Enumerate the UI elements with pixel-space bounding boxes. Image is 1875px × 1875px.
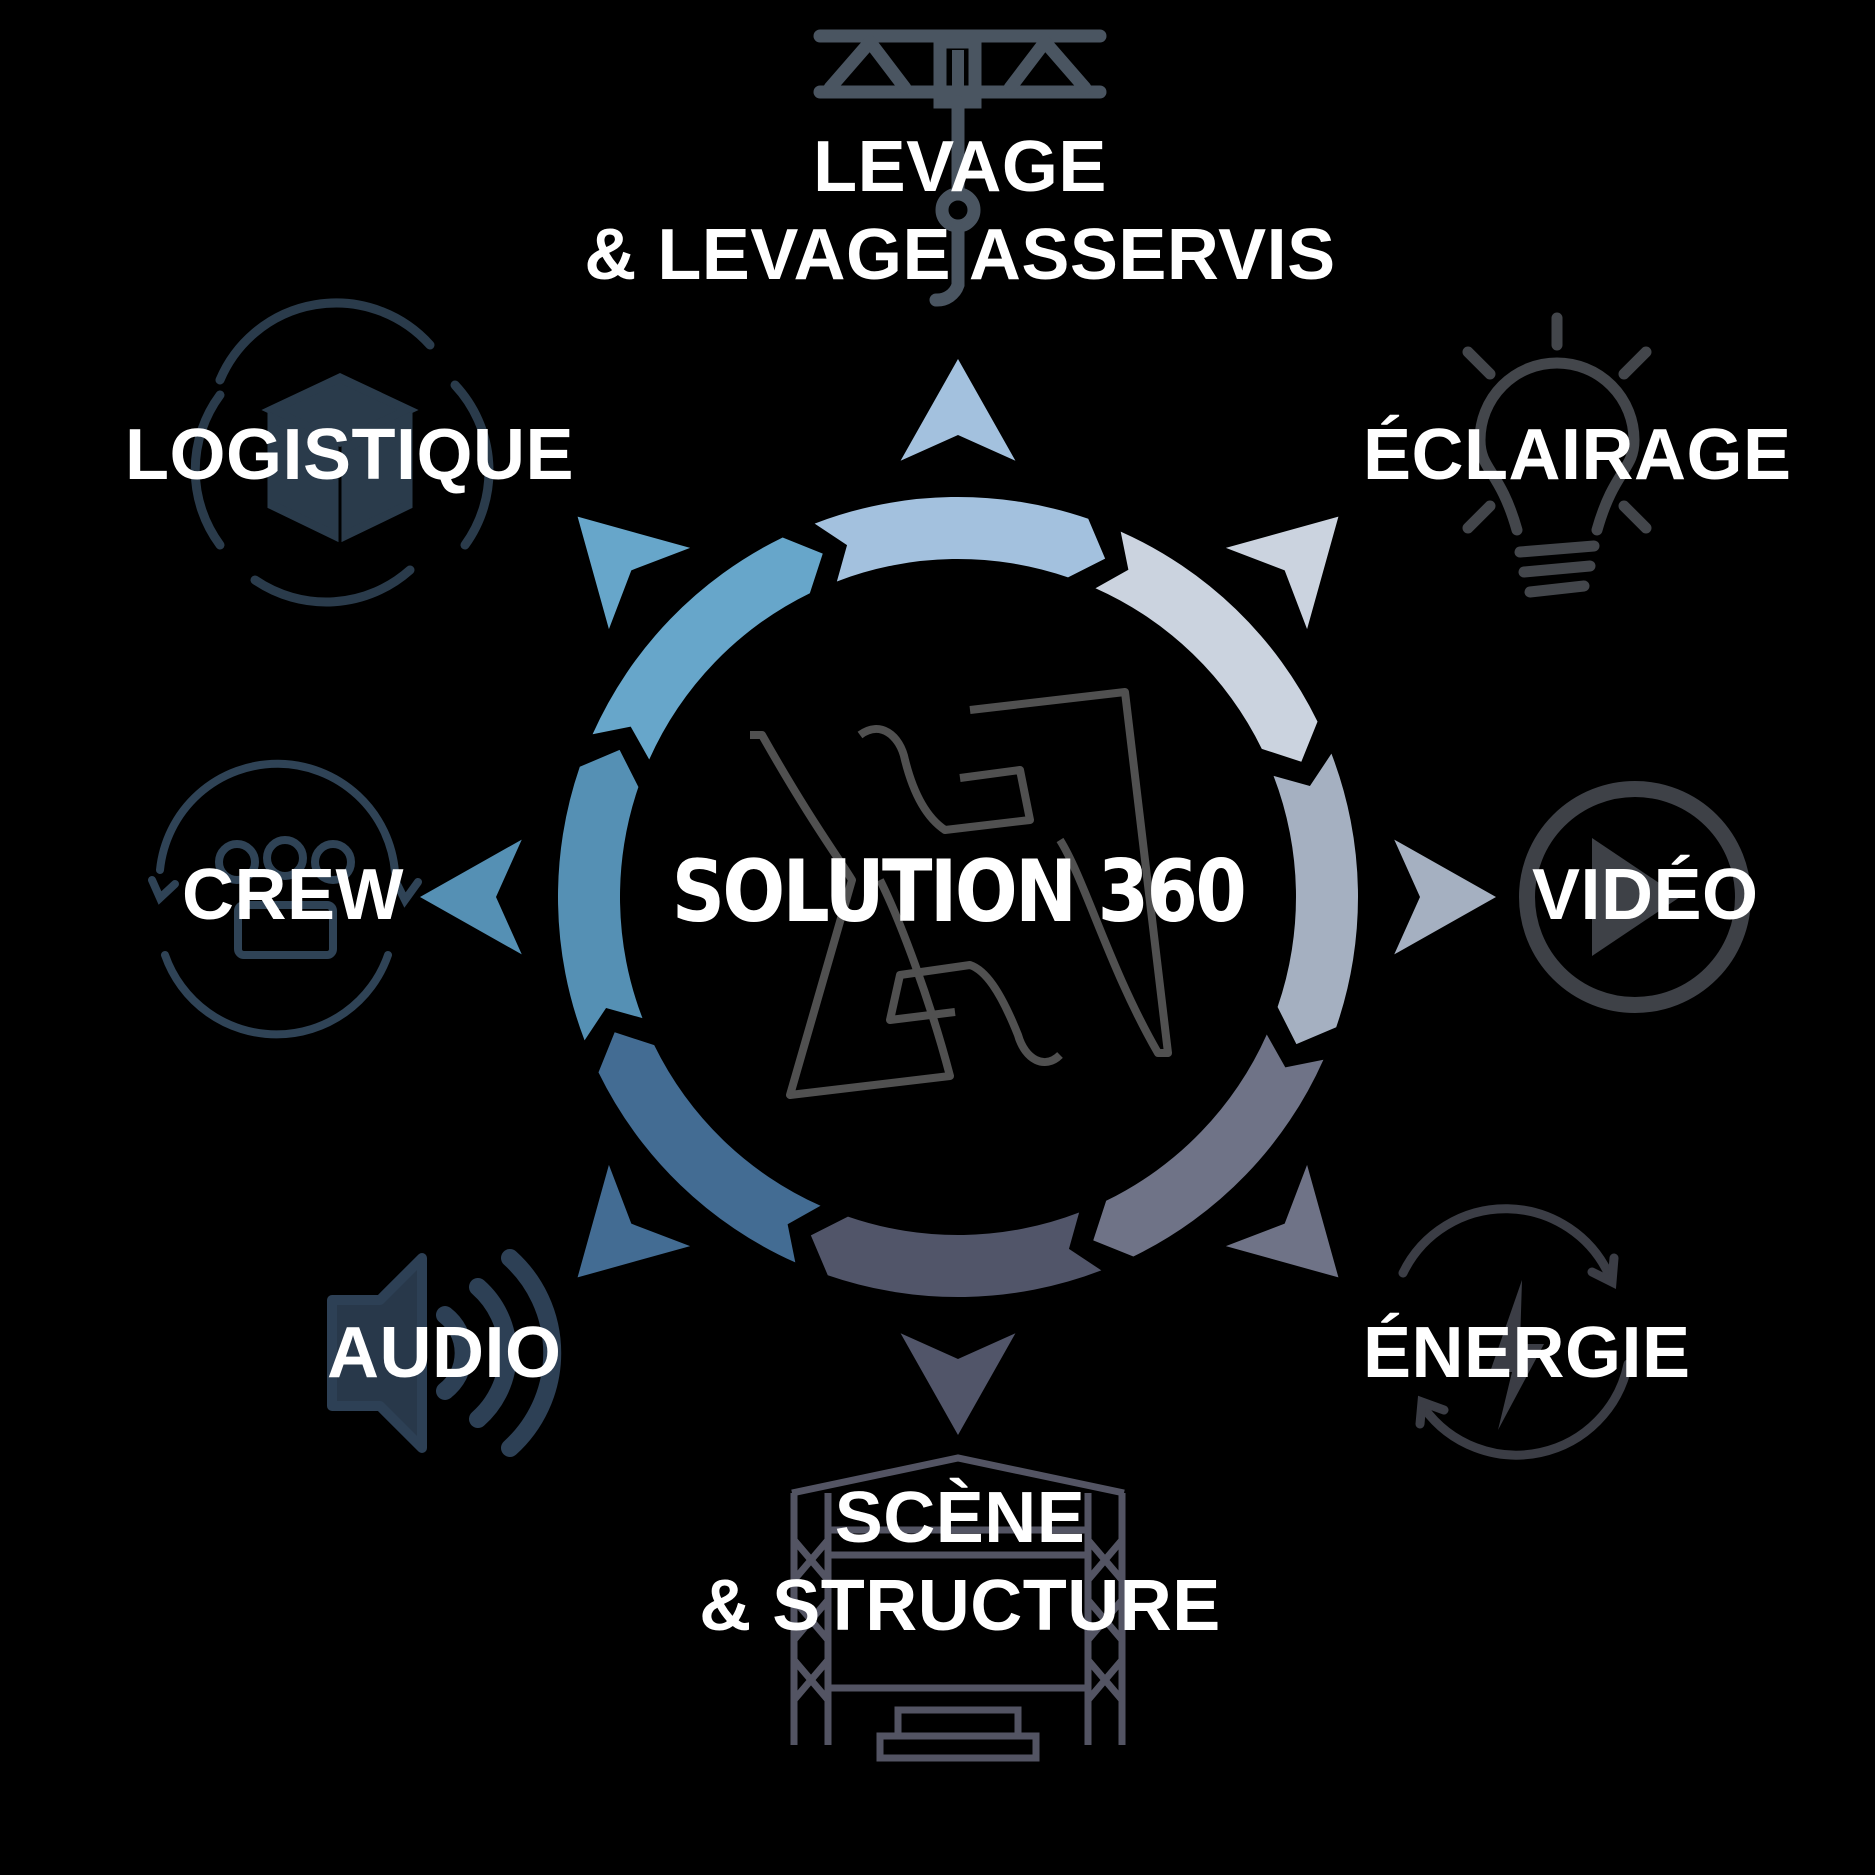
label-scene: SCÈNE & STRUCTURE: [699, 1475, 1221, 1651]
label-logistique: LOGISTIQUE: [125, 412, 574, 500]
label-scene-line-1: SCÈNE: [834, 1478, 1086, 1558]
pointer-arrow-audio: [577, 1164, 691, 1278]
ring-segment-logistique: [592, 537, 823, 760]
label-energie: ÉNERGIE: [1363, 1310, 1691, 1398]
label-crew-text: CREW: [182, 855, 404, 935]
label-logistique-text: LOGISTIQUE: [125, 415, 575, 495]
label-video-text: VIDÉO: [1532, 855, 1759, 935]
label-levage: LEVAGE & LEVAGE ASSERVIS: [584, 124, 1335, 300]
truss-hoist-icon: [813, 29, 1107, 307]
box-cycle-icon: [190, 298, 494, 607]
label-eclairage-text: ÉCLAIRAGE: [1363, 415, 1792, 495]
label-video: VIDÉO: [1532, 852, 1759, 940]
energy-cycle-icon: [1398, 1204, 1633, 1460]
label-crew: CREW: [182, 852, 404, 940]
label-levage-line-2: & LEVAGE ASSERVIS: [584, 214, 1336, 295]
label-scene-line-2: & STRUCTURE: [699, 1565, 1221, 1646]
pointer-arrow-crew: [420, 839, 522, 955]
speaker-icon: [327, 1249, 562, 1457]
ring-segment-levage: [814, 496, 1106, 582]
pointer-arrow-energie: [1225, 1164, 1339, 1278]
pointer-arrow-scene: [900, 1333, 1016, 1435]
label-audio: AUDIO: [327, 1310, 562, 1398]
brand-monogram-icon: [750, 688, 1172, 1099]
label-levage-line-1: LEVAGE: [813, 127, 1107, 207]
label-audio-text: AUDIO: [327, 1313, 562, 1393]
pointer-arrow-video: [1394, 839, 1496, 955]
play-icon: [1519, 781, 1751, 1013]
ring-segment-scene: [810, 1212, 1102, 1297]
ring-segment-crew: [558, 749, 643, 1041]
center-title: SOLUTION 360: [671, 842, 1247, 942]
direction-arrows: [420, 359, 1496, 1435]
pointer-arrow-levage: [900, 359, 1016, 461]
team-icon: [148, 759, 422, 1039]
ring-segment-eclairage: [1095, 531, 1318, 762]
pointer-arrow-logistique: [577, 516, 691, 630]
ring-segment-video: [1273, 753, 1358, 1045]
cycle-ring: [558, 496, 1358, 1297]
label-energie-text: ÉNERGIE: [1363, 1313, 1691, 1393]
ring-segment-energie: [1093, 1034, 1324, 1257]
label-eclairage: ÉCLAIRAGE: [1363, 412, 1792, 500]
ring-segment-audio: [598, 1032, 821, 1263]
light-bulb-icon: [1462, 312, 1652, 598]
pointer-arrow-eclairage: [1225, 516, 1339, 630]
stage-structure-icon: [790, 1454, 1126, 1762]
